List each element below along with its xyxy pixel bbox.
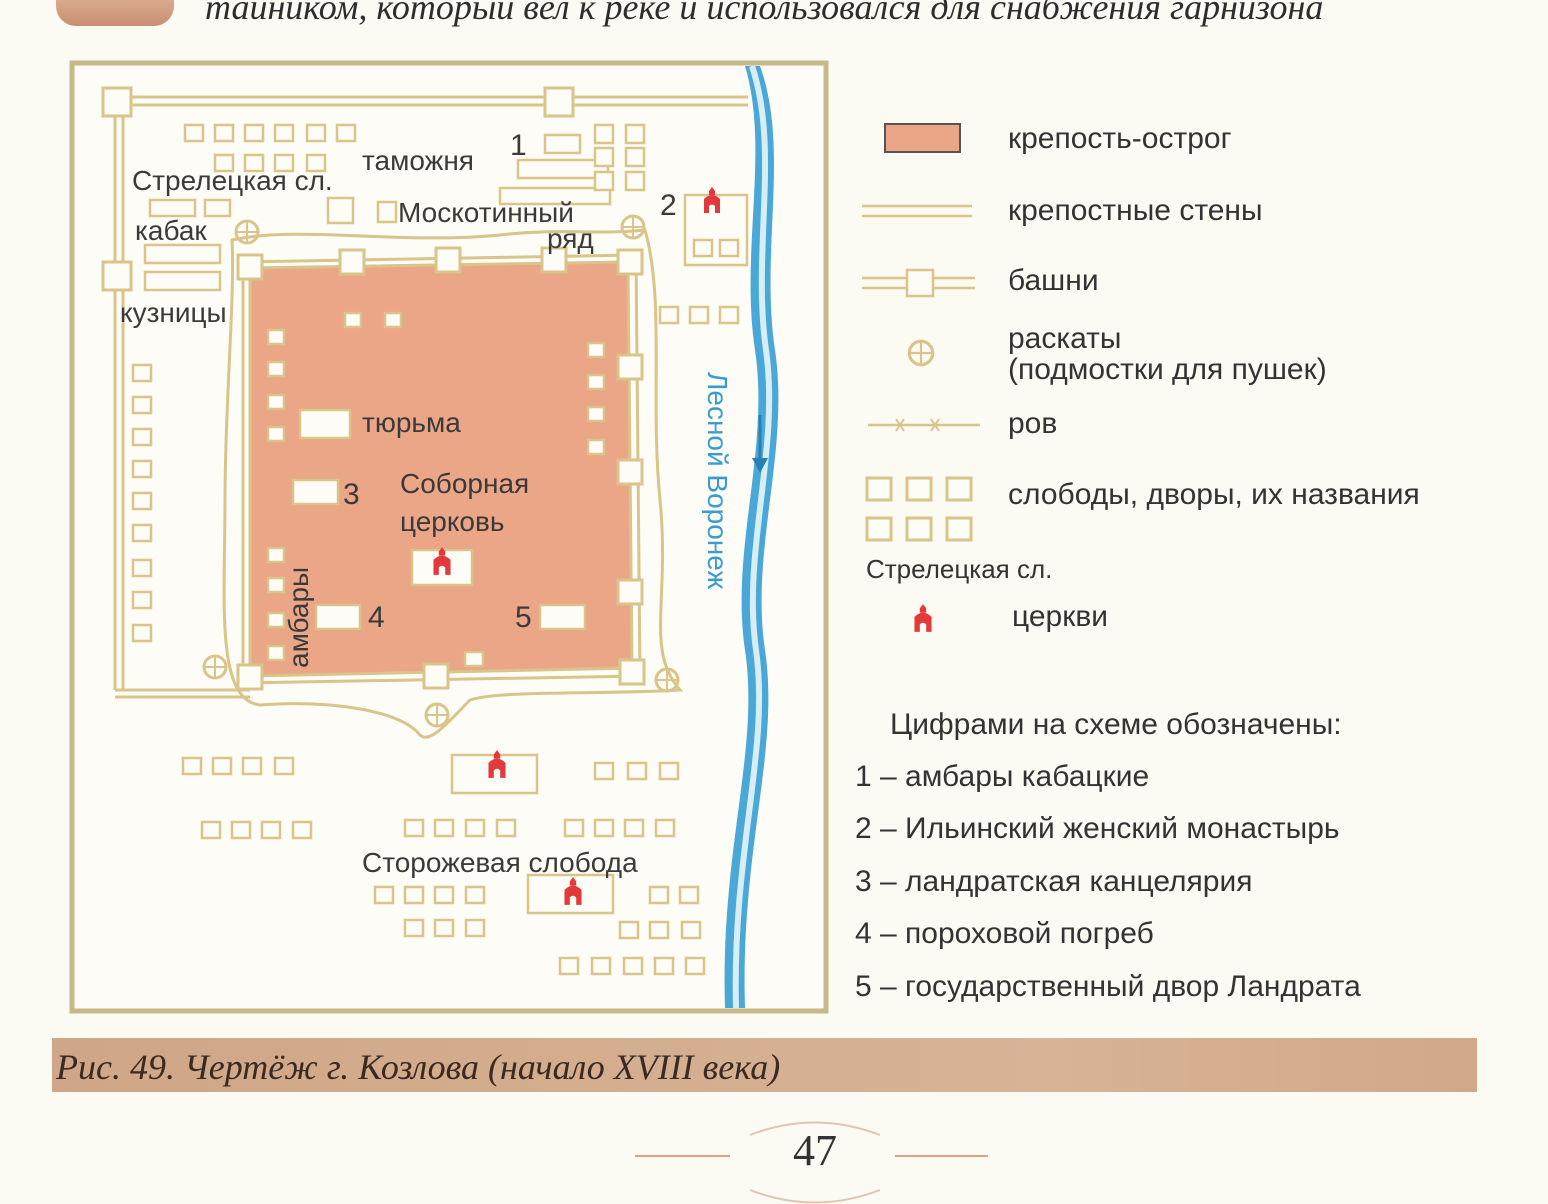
header-decoration bbox=[56, 0, 174, 26]
header-text: тайником, который вел к реке и использов… bbox=[205, 0, 1324, 27]
label-num-2: 2 bbox=[660, 189, 677, 222]
numbered-item: 1 – амбары кабацкие bbox=[855, 760, 1150, 793]
legend-walls: крепостные стены bbox=[1008, 194, 1263, 227]
caption-bar bbox=[52, 1038, 1477, 1092]
outer-walls bbox=[110, 95, 748, 699]
label-num-4: 4 bbox=[368, 601, 385, 634]
legend-walls-swatch bbox=[862, 204, 972, 218]
label-ambary: амбары bbox=[283, 567, 314, 668]
label-kabak: кабак bbox=[135, 215, 207, 246]
figure-caption: Рис. 49. Чертёж г. Козлова (начало XVIII… bbox=[56, 1047, 781, 1087]
legend-slobody: слободы, дворы, их названия bbox=[1008, 478, 1420, 511]
legend-churches: церкви bbox=[1012, 600, 1109, 633]
label-num-5: 5 bbox=[515, 601, 532, 634]
label-sobornaya: Соборная bbox=[400, 468, 529, 499]
label-river: Лесной Воронеж bbox=[702, 372, 733, 590]
legend-slobody-example: Стрелецкая сл. bbox=[866, 554, 1053, 584]
numbered-item: 4 – пороховой погреб bbox=[855, 917, 1154, 950]
legend-tower-swatch bbox=[862, 268, 975, 298]
legend-moat-swatch bbox=[868, 418, 980, 432]
buildings bbox=[131, 123, 749, 976]
label-moskotinny: Москотинный bbox=[398, 197, 574, 228]
label-kuznitsy: кузницы bbox=[120, 297, 227, 328]
moat bbox=[222, 228, 684, 739]
label-streletskaya: Стрелецкая сл. bbox=[132, 165, 333, 196]
legend-moat: ров bbox=[1008, 407, 1058, 440]
legend-towers: башни bbox=[1008, 264, 1099, 297]
legend-raskaty-note: (подмостки для пушек) bbox=[1008, 353, 1327, 386]
numbered-item: 3 – ландратская канцелярия bbox=[855, 865, 1253, 898]
label-tamozhnya: таможня bbox=[362, 145, 474, 176]
towers bbox=[101, 86, 575, 292]
page-number: 47 bbox=[793, 1126, 837, 1175]
label-num-1: 1 bbox=[510, 129, 527, 162]
label-tserkov: церковь bbox=[400, 506, 504, 537]
label-ryad: ряд bbox=[547, 223, 594, 254]
label-tyurma: тюрьма bbox=[362, 407, 461, 438]
fortress-ostrog bbox=[250, 262, 632, 676]
numbered-item: 2 – Ильинский женский монастырь bbox=[855, 812, 1340, 845]
label-num-3: 3 bbox=[343, 478, 360, 511]
label-storozhevaya: Сторожевая слобода bbox=[362, 847, 638, 878]
numbered-title: Цифрами на схеме обозначены: bbox=[890, 708, 1342, 741]
legend-raskat-icon bbox=[907, 339, 935, 367]
legend-church-icon bbox=[914, 604, 932, 632]
legend-fortress-swatch bbox=[884, 123, 961, 153]
numbered-item: 5 – государственный двор Ландрата bbox=[855, 970, 1361, 1003]
legend-raskaty: раскаты bbox=[1008, 322, 1122, 355]
legend-slobody-swatch bbox=[865, 476, 973, 542]
legend-fortress: крепость-острог bbox=[1008, 122, 1232, 155]
